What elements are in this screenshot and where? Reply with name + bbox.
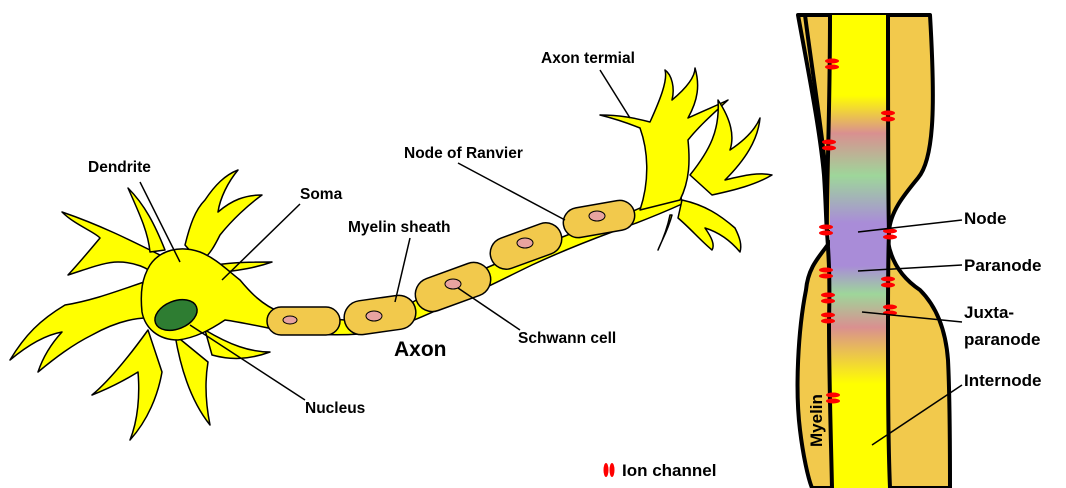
leader-myelin-sheath <box>395 238 410 302</box>
label-axon: Axon <box>394 338 447 361</box>
label-paranode: Paranode <box>964 256 1041 275</box>
leader-axon-terminal <box>600 70 630 118</box>
label-juxtaparanode-1: Juxta- <box>964 303 1014 322</box>
leader-schwann-cell <box>458 288 520 330</box>
label-schwann-cell: Schwann cell <box>518 330 616 347</box>
myelin-segment <box>411 258 496 317</box>
label-juxtaparanode-2: paranode <box>964 330 1041 349</box>
myelin-segment <box>561 198 637 240</box>
legend-ion-channel: Ion channel <box>622 461 716 480</box>
label-nucleus: Nucleus <box>305 400 365 417</box>
schwann-nucleus <box>283 316 297 324</box>
myelin-segment <box>342 293 418 337</box>
label-myelin-sheath: Myelin sheath <box>348 219 451 236</box>
label-node-of-ranvier: Node of Ranvier <box>404 145 523 162</box>
myelin-segment <box>267 307 340 335</box>
schwann-nucleus <box>589 211 605 221</box>
label-node: Node <box>964 209 1007 228</box>
legend: Ion channel <box>604 461 717 480</box>
axon-core <box>830 15 888 488</box>
ion-channel-icon <box>604 463 615 477</box>
neuron <box>10 68 772 440</box>
schwann-nucleus <box>366 311 382 321</box>
label-dendrite: Dendrite <box>88 159 151 176</box>
myelin-segments <box>267 198 637 337</box>
schwann-nucleus <box>517 238 533 248</box>
axon-membrane-right <box>888 15 890 488</box>
leader-node-of-ranvier <box>458 163 565 220</box>
label-soma: Soma <box>300 186 343 203</box>
label-myelin: Myelin <box>807 394 826 447</box>
label-internode: Internode <box>964 371 1041 390</box>
label-axon-terminal: Axon termial <box>541 50 635 67</box>
schwann-nucleus <box>445 279 461 289</box>
